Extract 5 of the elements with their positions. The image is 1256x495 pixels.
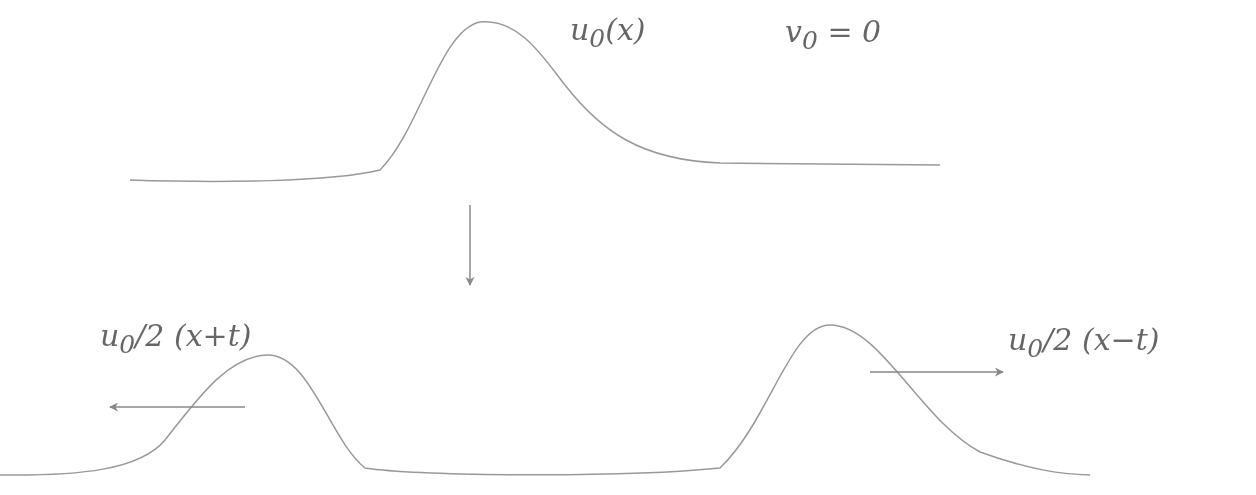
arrow [465,204,475,286]
math-label: u$_{0}$/2 (x−t) [1008,322,1160,363]
math-label: u$_{0}$/2 (x+t) [100,318,252,359]
math-label: u$_{0}$(x) [570,12,646,53]
math-label: v$_{0}$ = 0 [785,14,882,55]
